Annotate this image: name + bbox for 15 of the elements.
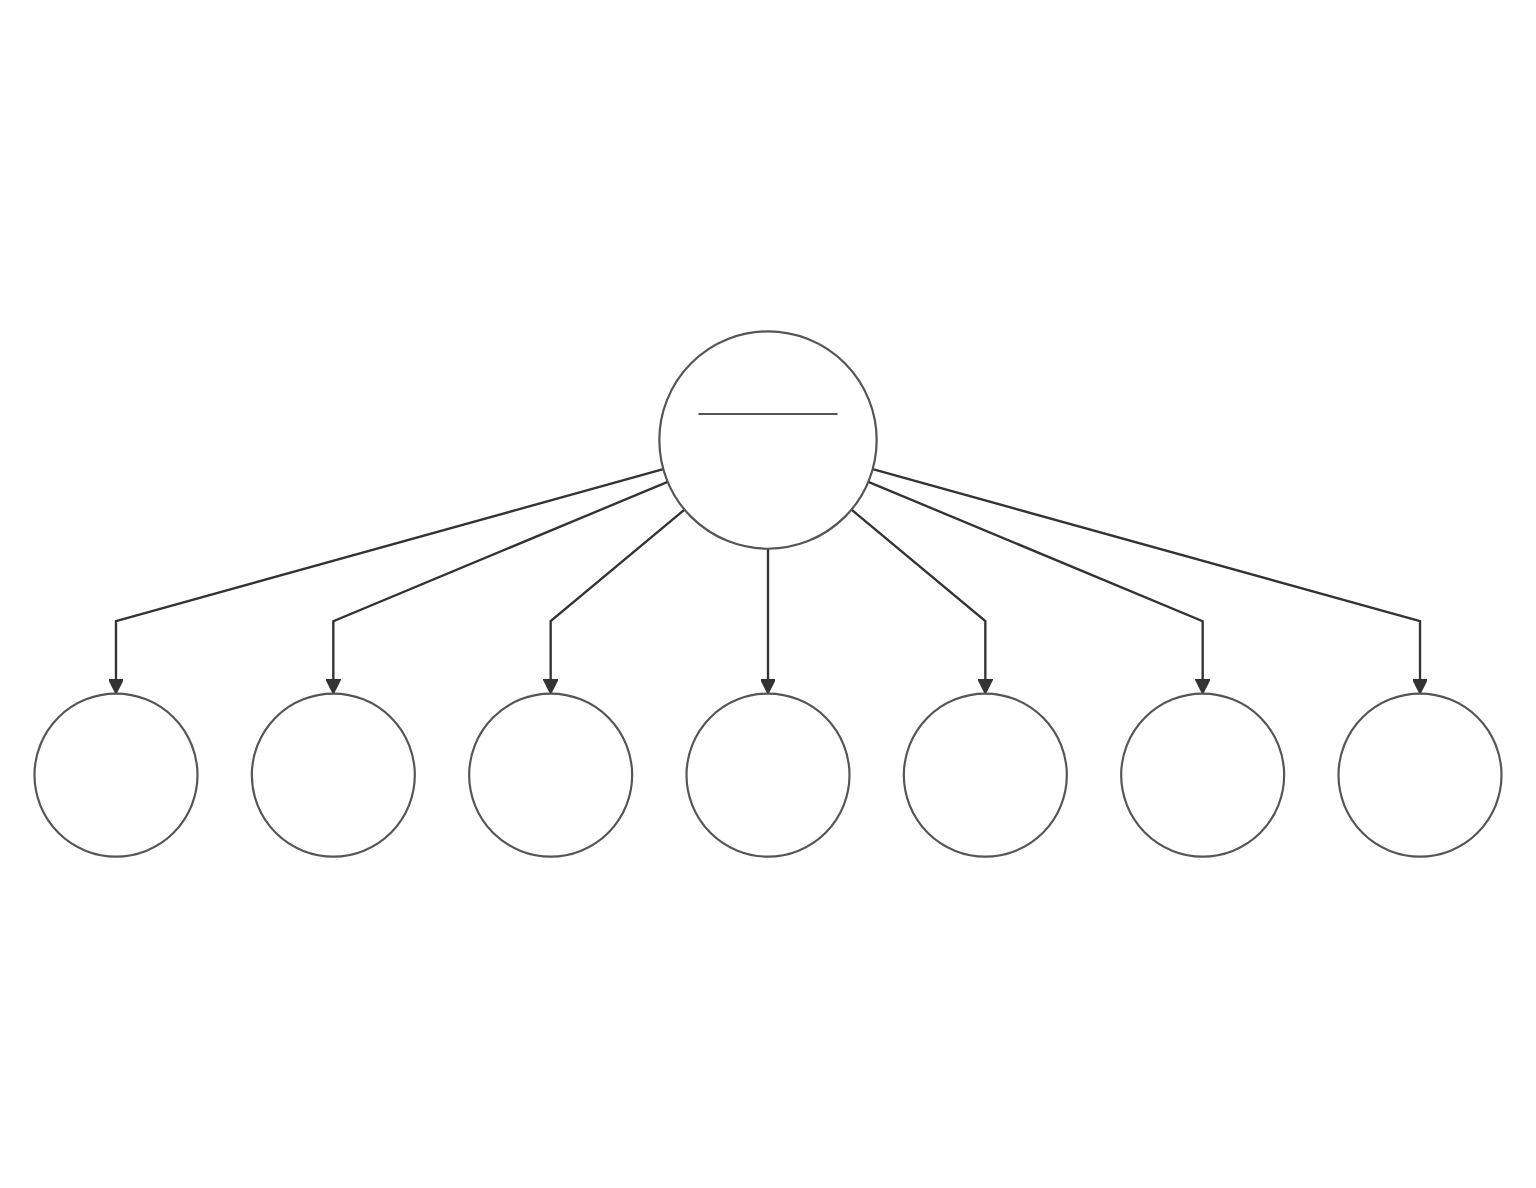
arrow [108,468,664,695]
arrow [872,468,1428,695]
arrow [850,508,994,695]
arrow [760,548,776,695]
node-ellipse [902,692,1068,858]
node-ellipse [658,330,878,550]
arrow [325,480,669,695]
arrow [867,480,1211,695]
arrow [542,508,686,695]
node-ellipse [250,692,416,858]
node-ellipse [1337,692,1503,858]
node-ellipse [1120,692,1286,858]
node-ellipse [33,692,199,858]
node-ellipse [685,692,851,858]
node-ellipse [468,692,634,858]
